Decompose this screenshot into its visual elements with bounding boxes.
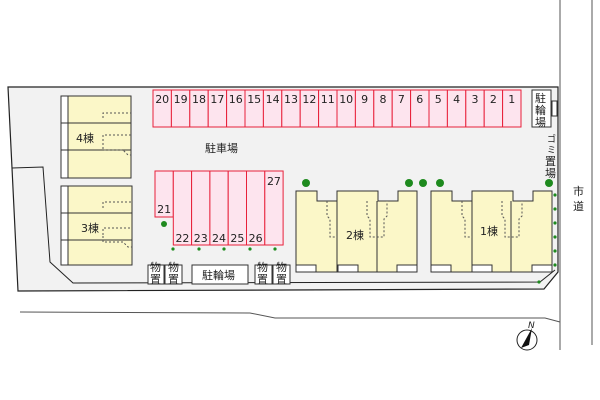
stall-number: 10 [339,93,353,106]
stall-number: 12 [302,93,316,106]
parking-label: 駐車場 [205,141,238,155]
stall-number: 16 [229,93,243,106]
stall-number: 20 [155,93,169,106]
stall-number: 19 [174,93,188,106]
garbage-box [551,100,558,117]
parking-stall: 27 [264,170,284,246]
north-label: N [528,321,535,331]
bottom-parking-row: 21 22 23 24 25 26 27 [154,170,284,246]
stall-number: 8 [380,93,387,106]
parking-stall: 18 [189,89,209,128]
storage-label: 置 [257,273,268,286]
building-2: 2棟 [295,190,418,273]
storage-label: 物 [168,260,179,274]
parking-stall: 22 [172,170,193,246]
storage-left: 物 置 物 置 [147,260,183,286]
parking-stall: 7 [391,89,412,128]
parking-stall: 5 [428,89,448,128]
stall-number: 18 [192,93,206,106]
parking-stall: 17 [207,89,228,128]
stall-number: 25 [230,232,244,245]
parking-stall: 26 [246,170,266,246]
stall-number: 4 [453,93,460,106]
building-1-label: 1棟 [480,224,498,238]
parking-stall: 21 [154,170,174,218]
stall-number: 24 [212,232,226,245]
parking-stall: 12 [299,89,320,128]
building-1: 1棟 [430,190,553,273]
stall-number: 7 [398,93,405,106]
stall-number: 13 [284,93,298,106]
garbage-label-2: ミ [547,146,556,156]
stall-number: 5 [435,93,442,106]
parking-stall: 19 [170,89,191,128]
garbage-label-1: ゴ [547,133,556,145]
parking-stall: 3 [465,89,485,128]
parking-stall: 10 [336,89,356,128]
building-3-label: 3棟 [81,221,99,235]
bike-parking-top-label-2: 輪 [535,103,546,117]
stall-number: 23 [194,232,208,245]
stall-number: 9 [361,93,368,106]
stall-number: 17 [210,93,224,106]
stall-number: 22 [175,232,189,245]
building-2-label: 2棟 [346,228,364,242]
storage-label: 置 [168,273,179,286]
trees [161,179,557,284]
stall-number: 26 [249,232,263,245]
stall-number: 27 [267,175,281,188]
parking-stall: 23 [191,170,211,246]
storage-label: 物 [257,260,268,274]
storage-label: 置 [276,273,287,286]
garbage-label-4: 場 [545,167,556,180]
storage-right: 物 置 物 置 [254,260,291,286]
stall-number: 6 [416,93,423,106]
parking-stall: 11 [318,89,338,128]
bike-parking-top-label-3: 場 [535,116,546,129]
bike-parking-bottom [191,264,249,285]
storage-label: 物 [276,260,287,274]
storage-label: 置 [150,273,161,286]
parking-stall: 13 [281,89,301,128]
parking-stall: 14 [262,89,283,128]
parking-stall: 1 [502,89,522,128]
bike-parking-top-label-1: 駐 [535,91,546,105]
stall-number: 14 [266,93,280,106]
south-boundary [19,311,561,323]
road-label-1: 市 [573,184,584,198]
building-4-label: 4棟 [76,131,94,145]
bike-parking-bottom-label: 駐輪場 [202,268,235,282]
north-compass-icon: N [516,321,538,351]
parking-stall: 2 [483,89,504,128]
stall-number: 21 [157,203,171,216]
storage-label: 物 [150,260,161,274]
parking-stall: 25 [227,170,247,246]
road-label-2: 道 [573,199,584,213]
stall-number: 11 [321,93,335,106]
parking-stall: 16 [226,89,246,128]
stall-number: 15 [247,93,261,106]
bike-parking-top [531,89,552,128]
parking-stall: 6 [410,89,430,128]
stall-number: 1 [508,93,515,106]
parking-stall: 20 [152,89,172,128]
building-3: 3棟 [60,185,133,266]
garbage-label-3: 置 [545,155,556,168]
building-4: 4棟 [60,95,132,179]
stall-number: 3 [472,93,479,106]
parking-stall: 8 [373,89,393,128]
parking-stall: 24 [209,170,229,246]
parking-stall: 15 [244,89,264,128]
parking-stall: 9 [354,89,375,128]
stall-number: 2 [490,93,497,106]
parking-stall: 4 [446,89,467,128]
